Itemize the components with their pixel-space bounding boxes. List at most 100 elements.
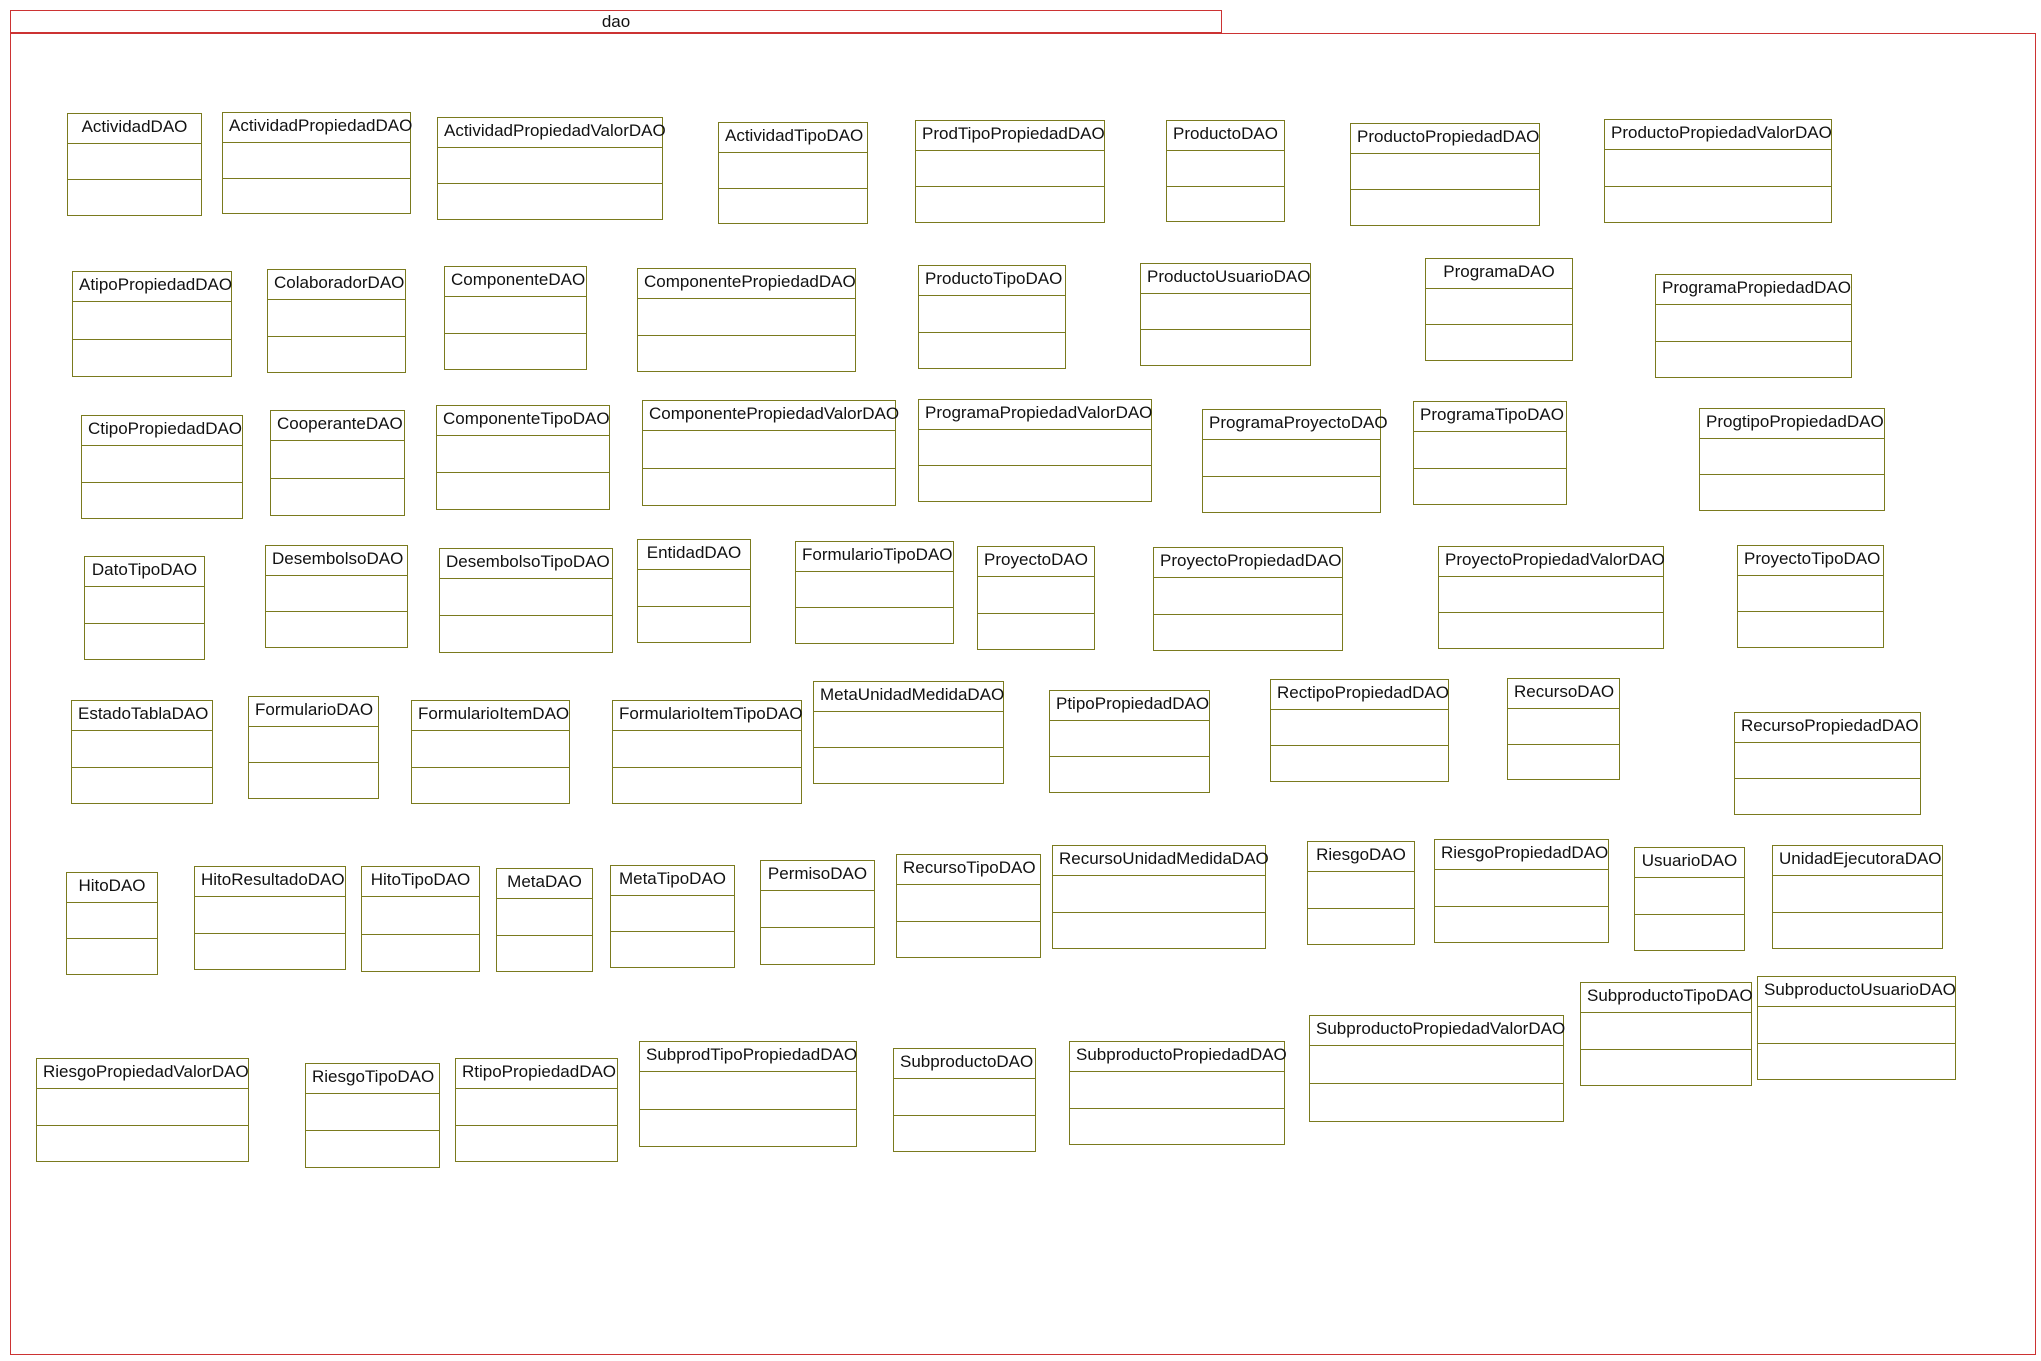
class-box[interactable]: EntidadDAO xyxy=(637,539,751,643)
class-name: RiesgoTipoDAO xyxy=(306,1064,439,1094)
class-box[interactable]: SubproductoTipoDAO xyxy=(1580,982,1753,1086)
class-name: MetaTipoDAO xyxy=(611,866,734,896)
class-operations-compartment xyxy=(437,473,609,509)
class-box[interactable]: RtipoPropiedadDAO xyxy=(455,1058,618,1162)
class-box[interactable]: UsuarioDAO xyxy=(1634,847,1745,951)
class-box[interactable]: DesembolsoDAO xyxy=(265,545,408,648)
class-box[interactable]: DesembolsoTipoDAO xyxy=(439,548,613,653)
class-box[interactable]: ProyectoTipoDAO xyxy=(1737,545,1884,648)
class-box[interactable]: FormularioItemDAO xyxy=(411,700,570,804)
class-box[interactable]: ComponenteTipoDAO xyxy=(436,405,610,510)
class-box[interactable]: UnidadEjecutoraDAO xyxy=(1772,845,1943,949)
class-box[interactable]: ComponentePropiedadValorDAO xyxy=(642,400,899,506)
class-box[interactable]: MetaDAO xyxy=(496,868,593,972)
class-box[interactable]: ProgramaDAO xyxy=(1425,258,1573,361)
class-box[interactable]: ProyectoDAO xyxy=(977,546,1095,650)
class-box[interactable]: ProgramaPropiedadValorDAO xyxy=(918,399,1152,502)
class-box[interactable]: SubproductoPropiedadValorDAO xyxy=(1309,1015,1565,1122)
class-box[interactable]: ProductoDAO xyxy=(1166,120,1285,222)
class-attributes-compartment xyxy=(1070,1072,1284,1109)
class-box[interactable]: ProyectoPropiedadDAO xyxy=(1153,547,1343,651)
class-name: AtipoPropiedadDAO xyxy=(73,272,232,302)
class-box[interactable]: ActividadPropiedadValorDAO xyxy=(437,117,666,220)
class-name: ComponentePropiedadValorDAO xyxy=(643,401,899,431)
class-box[interactable]: MetaTipoDAO xyxy=(610,865,735,968)
class-box[interactable]: AtipoPropiedadDAO xyxy=(72,271,232,377)
class-box[interactable]: ComponentePropiedadDAO xyxy=(637,268,856,372)
class-operations-compartment xyxy=(1735,779,1920,814)
class-operations-compartment xyxy=(814,748,1003,783)
class-box[interactable]: CooperanteDAO xyxy=(270,410,405,516)
class-box[interactable]: ActividadPropiedadDAO xyxy=(222,112,412,214)
class-box[interactable]: RecursoTipoDAO xyxy=(896,854,1041,958)
class-box[interactable]: HitoResultadoDAO xyxy=(194,866,346,970)
class-box[interactable]: ColaboradorDAO xyxy=(267,269,406,373)
class-box[interactable]: EstadoTablaDAO xyxy=(71,700,213,804)
class-attributes-compartment xyxy=(638,570,750,607)
class-operations-compartment xyxy=(1414,469,1566,505)
class-box[interactable]: ProdTipoPropiedadDAO xyxy=(915,120,1105,223)
class-box[interactable]: FormularioDAO xyxy=(248,696,379,799)
class-name: FormularioItemDAO xyxy=(412,701,569,731)
class-attributes-compartment xyxy=(796,572,953,608)
class-box[interactable]: ProgtipoPropiedadDAO xyxy=(1699,408,1885,511)
class-attributes-compartment xyxy=(82,446,242,483)
class-operations-compartment xyxy=(195,934,345,970)
class-name: FormularioDAO xyxy=(249,697,378,727)
class-box[interactable]: SubprodTipoPropiedadDAO xyxy=(639,1041,857,1147)
class-box[interactable]: ProductoPropiedadDAO xyxy=(1350,123,1540,226)
class-box[interactable]: ActividadDAO xyxy=(67,113,202,216)
class-name: ProgtipoPropiedadDAO xyxy=(1700,409,1884,439)
class-operations-compartment xyxy=(1203,477,1380,513)
class-box[interactable]: CtipoPropiedadDAO xyxy=(81,415,243,519)
class-attributes-compartment xyxy=(1141,294,1310,330)
class-box[interactable]: RecursoDAO xyxy=(1507,678,1620,780)
class-box[interactable]: PermisoDAO xyxy=(760,860,875,965)
class-box[interactable]: ProductoTipoDAO xyxy=(918,265,1066,369)
class-box[interactable]: RiesgoPropiedadValorDAO xyxy=(36,1058,249,1162)
class-attributes-compartment xyxy=(643,431,895,469)
class-box[interactable]: FormularioItemTipoDAO xyxy=(612,700,803,804)
class-operations-compartment xyxy=(897,922,1040,958)
class-operations-compartment xyxy=(440,616,612,652)
class-attributes-compartment xyxy=(897,885,1040,922)
class-operations-compartment xyxy=(1773,913,1942,949)
class-box[interactable]: SubproductoUsuarioDAO xyxy=(1757,976,1956,1080)
class-name: ProgramaPropiedadValorDAO xyxy=(919,400,1152,430)
class-box[interactable]: ProductoPropiedadValorDAO xyxy=(1604,119,1832,223)
package-name: dao xyxy=(601,12,631,31)
class-box[interactable]: FormularioTipoDAO xyxy=(795,541,954,644)
class-box[interactable]: ProductoUsuarioDAO xyxy=(1140,263,1311,366)
class-box[interactable]: RiesgoTipoDAO xyxy=(305,1063,440,1168)
class-box[interactable]: MetaUnidadMedidaDAO xyxy=(813,681,1004,784)
class-operations-compartment xyxy=(1758,1044,1955,1080)
class-box[interactable]: ComponenteDAO xyxy=(444,266,587,370)
class-box[interactable]: ProgramaProyectoDAO xyxy=(1202,409,1388,513)
class-box[interactable]: PtipoPropiedadDAO xyxy=(1049,690,1210,793)
class-name: ComponenteDAO xyxy=(445,267,586,297)
class-name: HitoResultadoDAO xyxy=(195,867,345,897)
class-attributes-compartment xyxy=(613,731,801,768)
class-box[interactable]: RecursoPropiedadDAO xyxy=(1734,712,1921,815)
class-box[interactable]: HitoDAO xyxy=(66,872,158,975)
class-attributes-compartment xyxy=(1050,721,1209,757)
class-box[interactable]: SubproductoDAO xyxy=(893,1048,1036,1152)
class-box[interactable]: ActividadTipoDAO xyxy=(718,122,868,224)
class-operations-compartment xyxy=(37,1126,248,1162)
class-attributes-compartment xyxy=(438,148,662,184)
class-box[interactable]: DatoTipoDAO xyxy=(84,556,205,660)
class-box[interactable]: ProgramaPropiedadDAO xyxy=(1655,274,1852,378)
class-box[interactable]: RiesgoPropiedadDAO xyxy=(1434,839,1609,943)
class-box[interactable]: RectipoPropiedadDAO xyxy=(1270,679,1449,782)
class-operations-compartment xyxy=(249,763,378,798)
class-operations-compartment xyxy=(1141,330,1310,365)
class-box[interactable]: RiesgoDAO xyxy=(1307,841,1415,945)
class-name: ActividadPropiedadDAO xyxy=(223,113,412,143)
class-box[interactable]: SubproductoPropiedadDAO xyxy=(1069,1041,1287,1145)
class-name: DesembolsoTipoDAO xyxy=(440,549,612,579)
class-box[interactable]: ProgramaTipoDAO xyxy=(1413,401,1567,505)
class-box[interactable]: RecursoUnidadMedidaDAO xyxy=(1052,845,1269,949)
class-operations-compartment xyxy=(611,932,734,967)
class-box[interactable]: HitoTipoDAO xyxy=(361,866,480,972)
class-box[interactable]: ProyectoPropiedadValorDAO xyxy=(1438,546,1665,649)
